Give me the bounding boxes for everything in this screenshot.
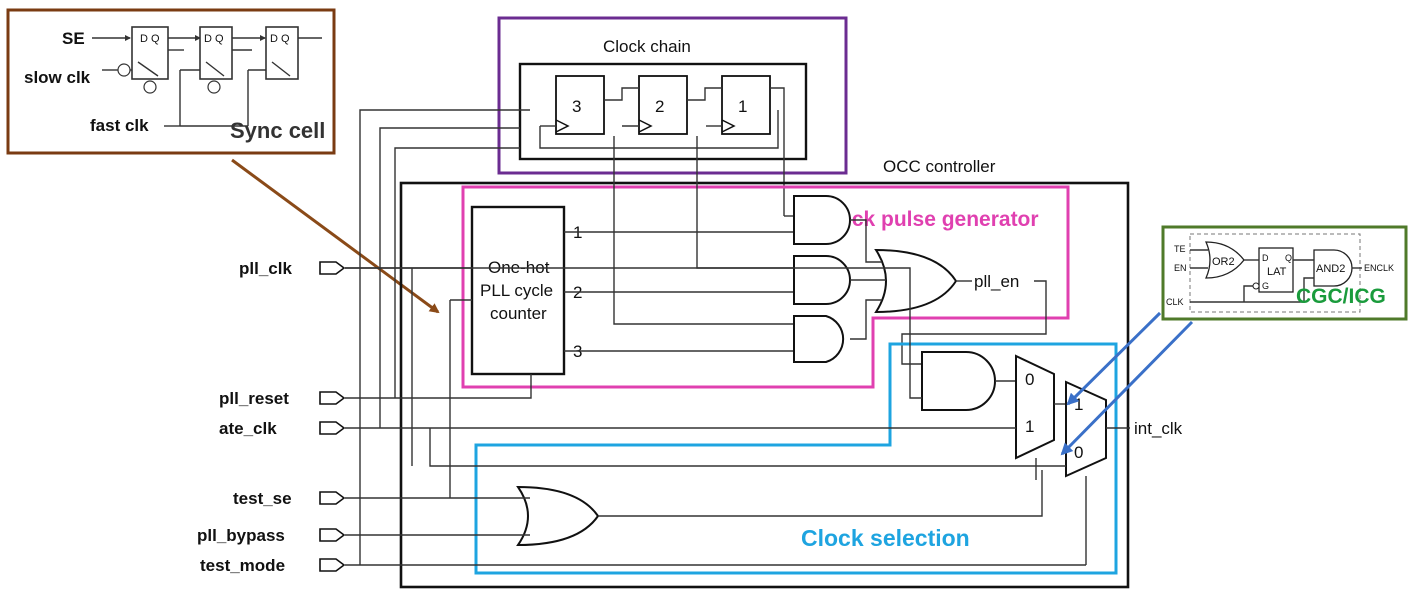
mux-1-in-0: 0: [1025, 370, 1034, 389]
pulse-and-gate-1: [793, 195, 851, 245]
mux-1-in-1: 1: [1025, 417, 1034, 436]
pll-clk-label: pll_clk: [239, 259, 292, 278]
cgc-clk-label: CLK: [1166, 297, 1184, 307]
port-pll-clk: [319, 261, 346, 275]
test-mode-label: test_mode: [200, 556, 285, 575]
cgc-or-label: OR2: [1212, 256, 1235, 268]
port-ate-clk: [319, 421, 346, 435]
port-test-mode: [319, 558, 346, 572]
cgc-latch-d: D: [1262, 253, 1269, 263]
sync-ff-1-label: D Q: [140, 33, 160, 45]
chain-ff-1-label: 1: [738, 97, 747, 116]
port-pll-reset: [319, 391, 346, 405]
cgc-arrow-1: [1066, 311, 1162, 406]
pll-en-label: pll_en: [974, 272, 1019, 291]
clock-selection-title: Clock selection: [801, 525, 970, 551]
clock-chain-box: [497, 16, 848, 175]
clock-chain-inner-box: [518, 62, 808, 161]
cgc-out-label: ENCLK: [1364, 263, 1394, 273]
clock-chain-title: Clock chain: [603, 37, 691, 56]
clock-selection-box: [474, 342, 1118, 575]
pulse-and-gate-3: [793, 315, 845, 363]
sync-cell: D Q D Q D Q SE slow clk fast clk Sync ce…: [6, 8, 336, 155]
sync-ff-3-label: D Q: [270, 33, 290, 45]
int-clk-label: int_clk: [1134, 419, 1183, 438]
pulse-generator-title: Clock pulse generator: [818, 208, 1039, 231]
pll-reset-label: pll_reset: [219, 389, 289, 408]
pulse-generator-box: [461, 185, 1070, 389]
cgc-and-label: AND2: [1316, 263, 1345, 275]
counter-line-3: counter: [490, 304, 547, 323]
sync-cell-title: Sync cell: [230, 118, 325, 143]
cgc-latch-g: G: [1262, 281, 1269, 291]
sync-cell-arrow: [231, 158, 440, 314]
select-or-gate: [516, 485, 600, 547]
cgc-te-label: TE: [1174, 244, 1186, 254]
pll-bypass-label: pll_bypass: [197, 526, 285, 545]
port-pll-bypass: [319, 528, 346, 542]
cgc-and-gate: [1313, 249, 1353, 287]
mux-1: [1015, 354, 1055, 460]
cgc-latch-q: Q: [1285, 253, 1292, 263]
input-ports: pll_clk pll_reset ate_clk test_se pll_by…: [197, 259, 346, 575]
cgc-en-label: EN: [1174, 263, 1187, 273]
sync-ff-2-label: D Q: [204, 33, 224, 45]
occ-title: OCC controller: [883, 157, 996, 176]
cgc-arrow-2: [1060, 320, 1194, 456]
ate-clk-label: ate_clk: [219, 419, 277, 438]
clock-pulse-generator: Clock pulse generator: [461, 185, 1070, 389]
sync-se-label: SE: [62, 29, 85, 48]
cgc-title: CGC/ICG: [1296, 285, 1386, 308]
cgc-icg: OR2 D Q G LAT AND2 TE EN CLK ENCLK CGC/I…: [1161, 225, 1408, 321]
chain-ff-2-label: 2: [655, 97, 664, 116]
clock-selection: Clock selection: [474, 342, 1118, 575]
clock-chain: Clock chain 3 2 1: [497, 16, 848, 216]
counter-box: [470, 205, 566, 376]
select-and-gate: [921, 351, 996, 411]
counter-line-2: PLL cycle: [480, 281, 553, 300]
cgc-latch-label: LAT: [1267, 266, 1287, 278]
cgc-or-gate: [1205, 241, 1245, 279]
test-se-label: test_se: [233, 489, 292, 508]
port-test-se: [319, 491, 346, 505]
sync-fast-clk-label: fast clk: [90, 116, 149, 135]
cgc-latch: [1258, 247, 1294, 293]
pulse-and-gate-2: [793, 255, 851, 305]
mux-2-in-0: 0: [1074, 443, 1083, 462]
pulse-or-gate: [874, 248, 958, 314]
chain-ff-3-label: 3: [572, 97, 581, 116]
sync-slow-clk-label: slow clk: [24, 68, 91, 87]
